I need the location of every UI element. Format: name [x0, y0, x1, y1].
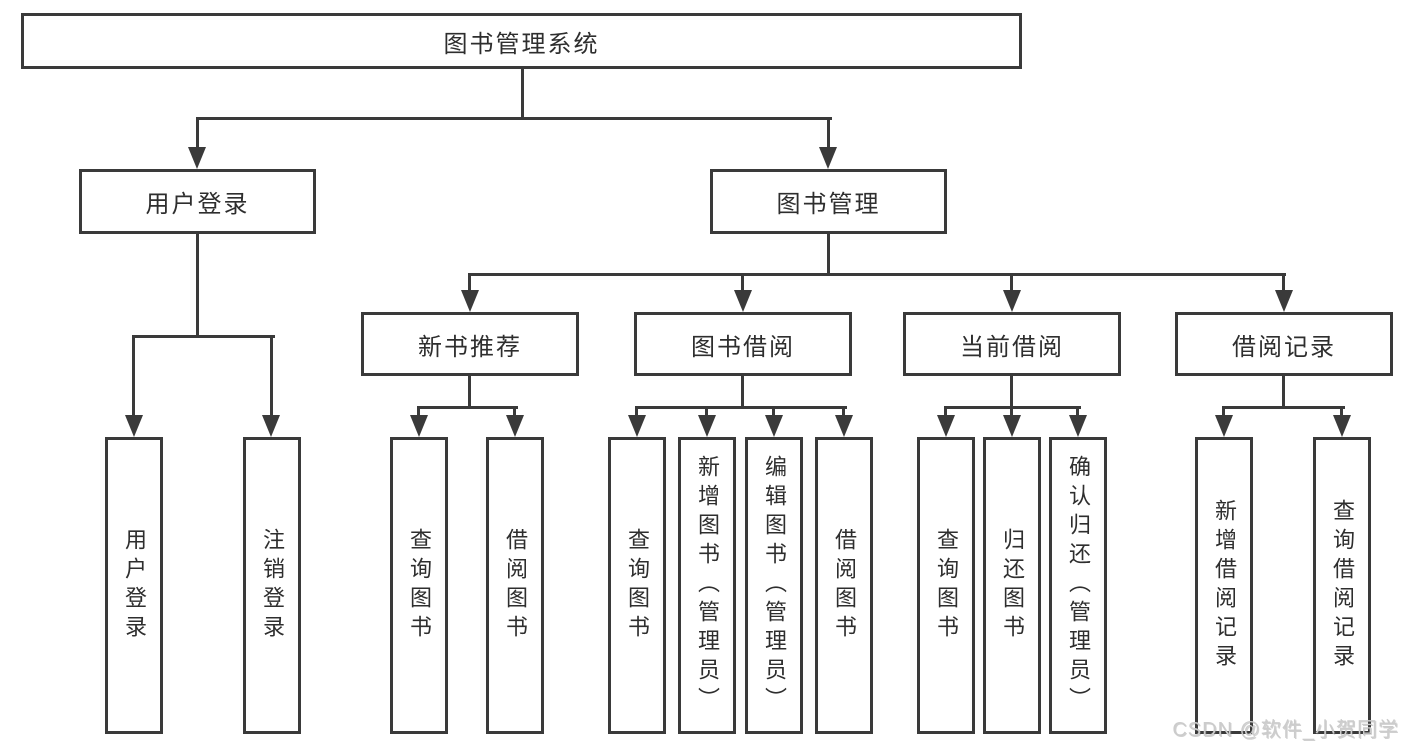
- connector-line: [772, 406, 775, 418]
- leaf-query-books-borrowing: 查询图书: [608, 437, 666, 734]
- node-label: 图书管理: [776, 191, 881, 218]
- arrow-down-icon: [765, 415, 783, 437]
- arrow-down-icon: [188, 147, 206, 169]
- node-label: 注销登录: [260, 527, 285, 644]
- leaf-confirm-return-admin: 确认归还（管理员）: [1049, 437, 1107, 734]
- node-label: 当前借阅: [960, 333, 1064, 361]
- leaf-query-books-current: 查询图书: [917, 437, 975, 734]
- leaf-borrow-books-recommend: 借阅图书: [486, 437, 544, 734]
- connector-line: [418, 406, 518, 409]
- leaf-query-borrow-record: 查询借阅记录: [1313, 437, 1371, 734]
- node-label: 借阅图书: [503, 527, 528, 644]
- node-label: 用户登录: [145, 191, 250, 218]
- arrow-down-icon: [1275, 290, 1293, 312]
- leaf-add-borrow-record: 新增借阅记录: [1195, 437, 1253, 734]
- leaf-add-book-admin: 新增图书（管理员）: [678, 437, 736, 734]
- connector-line: [196, 117, 199, 149]
- arrow-down-icon: [125, 415, 143, 437]
- node-label: 编辑图书（管理员）: [762, 455, 787, 716]
- node-label: 借阅记录: [1232, 333, 1336, 361]
- node-label: 查询图书: [407, 527, 432, 644]
- node-system-root: 图书管理系统: [21, 13, 1022, 69]
- arrow-down-icon: [819, 147, 837, 169]
- arrow-down-icon: [1003, 290, 1021, 312]
- arrow-down-icon: [262, 415, 280, 437]
- leaf-edit-book-admin: 编辑图书（管理员）: [745, 437, 803, 734]
- node-user-login: 用户登录: [79, 169, 316, 234]
- connector-line: [1282, 273, 1285, 293]
- node-label: 查询图书: [934, 527, 959, 644]
- connector-line: [827, 117, 830, 149]
- arrow-down-icon: [1333, 415, 1351, 437]
- arrow-down-icon: [937, 415, 955, 437]
- connector-line: [842, 406, 845, 418]
- node-current-borrowing: 当前借阅: [903, 312, 1121, 376]
- connector-line: [468, 273, 471, 293]
- node-label: 确认归还（管理员）: [1066, 455, 1091, 716]
- connector-line: [469, 273, 1286, 276]
- arrow-down-icon: [1215, 415, 1233, 437]
- node-label: 用户登录: [122, 527, 147, 644]
- connector-line: [196, 117, 832, 120]
- connector-line: [636, 406, 847, 409]
- connector-line: [132, 335, 275, 338]
- connector-line: [741, 273, 744, 293]
- connector-line: [132, 335, 135, 419]
- node-label: 新增图书（管理员）: [695, 455, 720, 716]
- arrow-down-icon: [461, 290, 479, 312]
- node-label: 借阅图书: [832, 527, 857, 644]
- node-borrowing-records: 借阅记录: [1175, 312, 1393, 376]
- arrow-down-icon: [628, 415, 646, 437]
- arrow-down-icon: [698, 415, 716, 437]
- connector-line: [1222, 406, 1225, 418]
- connector-line: [1076, 406, 1079, 418]
- leaf-return-books: 归还图书: [983, 437, 1041, 734]
- node-label: 图书借阅: [691, 333, 795, 361]
- node-label: 新增借阅记录: [1212, 498, 1237, 673]
- node-book-management: 图书管理: [710, 169, 947, 234]
- node-label: 查询借阅记录: [1330, 498, 1355, 673]
- arrow-down-icon: [410, 415, 428, 437]
- node-book-borrowing: 图书借阅: [634, 312, 852, 376]
- connector-line: [635, 406, 638, 418]
- connector-line: [705, 406, 708, 418]
- watermark-text: CSDN @软件_小贺同学: [1172, 719, 1399, 741]
- node-new-book-recommendation: 新书推荐: [361, 312, 579, 376]
- connector-line: [944, 406, 947, 418]
- connector-line: [1340, 406, 1343, 418]
- arrow-down-icon: [734, 290, 752, 312]
- connector-line: [417, 406, 420, 418]
- connector-line: [196, 232, 199, 337]
- leaf-borrow-books-borrowing: 借阅图书: [815, 437, 873, 734]
- node-label: 图书管理系统: [443, 30, 600, 58]
- arrow-down-icon: [506, 415, 524, 437]
- leaf-user-login: 用户登录: [105, 437, 163, 734]
- connector-line: [513, 406, 516, 418]
- connector-line: [1223, 406, 1345, 409]
- connector-line: [1010, 374, 1013, 409]
- node-label: 查询图书: [625, 527, 650, 644]
- node-label: 归还图书: [1000, 527, 1025, 644]
- connector-line: [1010, 406, 1013, 418]
- connector-line: [521, 66, 524, 119]
- arrow-down-icon: [1069, 415, 1087, 437]
- connector-line: [741, 374, 744, 409]
- connector-line: [1010, 273, 1013, 293]
- arrow-down-icon: [835, 415, 853, 437]
- arrow-down-icon: [1003, 415, 1021, 437]
- leaf-query-books-recommend: 查询图书: [390, 437, 448, 734]
- connector-line: [468, 374, 471, 409]
- connector-line: [1282, 374, 1285, 409]
- connector-line: [827, 232, 830, 276]
- node-label: 新书推荐: [418, 333, 522, 361]
- leaf-logout-login: 注销登录: [243, 437, 301, 734]
- connector-line: [270, 335, 273, 419]
